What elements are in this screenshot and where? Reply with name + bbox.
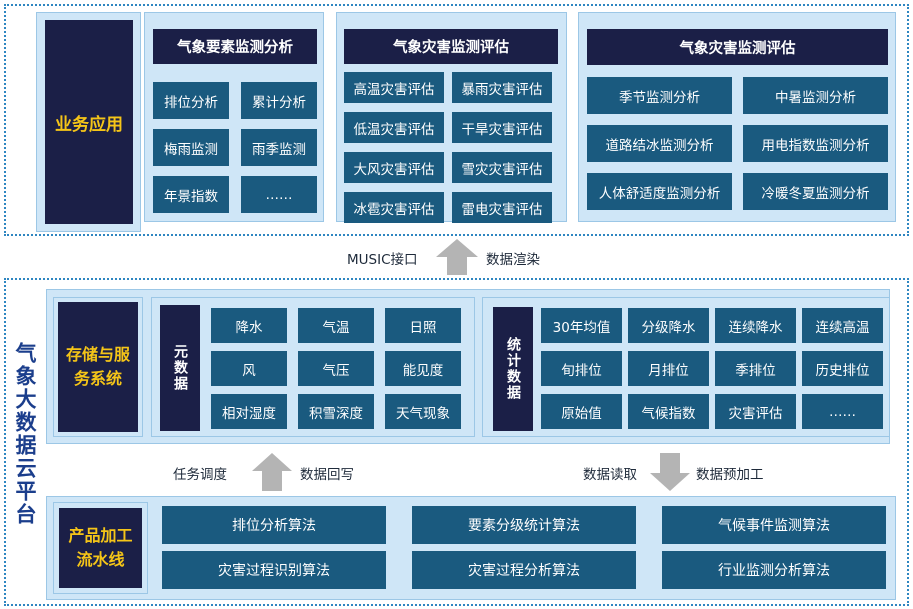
data-preprocess-label: 数据预加工 <box>696 467 764 483</box>
g3-cell: 人体舒适度监测分析 <box>587 173 732 210</box>
stats-cell: 季排位 <box>715 351 796 386</box>
g3-cell: 用电指数监测分析 <box>743 125 888 162</box>
data-render-label: 数据渲染 <box>486 252 540 268</box>
stats-cell: …… <box>802 394 883 429</box>
storage-title: 存储与服务系统 <box>58 302 138 432</box>
meta-cell: 气温 <box>298 308 374 343</box>
meta-cell: 相对湿度 <box>211 394 287 429</box>
g1-cell: 梅雨监测 <box>153 129 229 166</box>
stats-cell: 连续降水 <box>715 308 796 343</box>
task-scheduling-label: 任务调度 <box>173 467 227 483</box>
down-arrow-icon <box>650 453 690 491</box>
meta-cell: 天气现象 <box>385 394 461 429</box>
stats-cell: 历史排位 <box>802 351 883 386</box>
g2-cell: 低温灾害评估 <box>344 112 444 143</box>
g1-cell: 年景指数 <box>153 176 229 213</box>
g2-cell: 高温灾害评估 <box>344 72 444 103</box>
pipe-cell: 灾害过程分析算法 <box>412 551 636 589</box>
g2-cell: 雷电灾害评估 <box>452 192 552 223</box>
stats-cell: 旬排位 <box>541 351 622 386</box>
pipeline-title: 产品加工流水线 <box>59 508 142 588</box>
up-arrow-icon <box>436 239 478 275</box>
g1-cell: 累计分析 <box>241 82 317 119</box>
platform-title: 气象大数据云平台 <box>13 342 37 526</box>
group-disaster-eval-2-header: 气象灾害监测评估 <box>587 29 888 65</box>
g1-cell: …… <box>241 176 317 213</box>
stats-cell: 原始值 <box>541 394 622 429</box>
stats-cell: 30年均值 <box>541 308 622 343</box>
pipe-cell: 排位分析算法 <box>162 506 386 544</box>
g2-cell: 冰雹灾害评估 <box>344 192 444 223</box>
meta-cell: 能见度 <box>385 351 461 386</box>
stats-label: 统计数据 <box>493 307 533 431</box>
g3-cell: 季节监测分析 <box>587 77 732 114</box>
g2-cell: 干旱灾害评估 <box>452 112 552 143</box>
stats-cell: 灾害评估 <box>715 394 796 429</box>
pipe-cell: 行业监测分析算法 <box>662 551 886 589</box>
g1-cell: 排位分析 <box>153 82 229 119</box>
stats-cell: 气候指数 <box>628 394 709 429</box>
g2-cell: 暴雨灾害评估 <box>452 72 552 103</box>
g2-cell: 雪灾灾害评估 <box>452 152 552 183</box>
g3-cell: 道路结冰监测分析 <box>587 125 732 162</box>
meta-cell: 积雪深度 <box>298 394 374 429</box>
pipe-cell: 气候事件监测算法 <box>662 506 886 544</box>
business-app-title: 业务应用 <box>45 20 133 224</box>
stats-cell: 分级降水 <box>628 308 709 343</box>
g2-cell: 大风灾害评估 <box>344 152 444 183</box>
stats-cell: 连续高温 <box>802 308 883 343</box>
stats-cell: 月排位 <box>628 351 709 386</box>
platform-frame <box>4 278 909 606</box>
g1-cell: 雨季监测 <box>241 129 317 166</box>
group-disaster-eval-header: 气象灾害监测评估 <box>344 29 558 64</box>
data-writeback-label: 数据回写 <box>300 467 354 483</box>
meta-cell: 风 <box>211 351 287 386</box>
g3-cell: 冷暖冬夏监测分析 <box>743 173 888 210</box>
business-app-frame <box>4 4 909 236</box>
meta-cell: 日照 <box>385 308 461 343</box>
meta-cell: 降水 <box>211 308 287 343</box>
music-interface-label: MUSIC接口 <box>347 252 418 268</box>
metadata-label: 元数据 <box>160 305 200 431</box>
up-arrow-icon <box>252 453 292 491</box>
g3-cell: 中暑监测分析 <box>743 77 888 114</box>
pipe-cell: 要素分级统计算法 <box>412 506 636 544</box>
pipe-cell: 灾害过程识别算法 <box>162 551 386 589</box>
data-read-label: 数据读取 <box>583 467 637 483</box>
group-element-analysis-header: 气象要素监测分析 <box>153 29 317 64</box>
meta-cell: 气压 <box>298 351 374 386</box>
